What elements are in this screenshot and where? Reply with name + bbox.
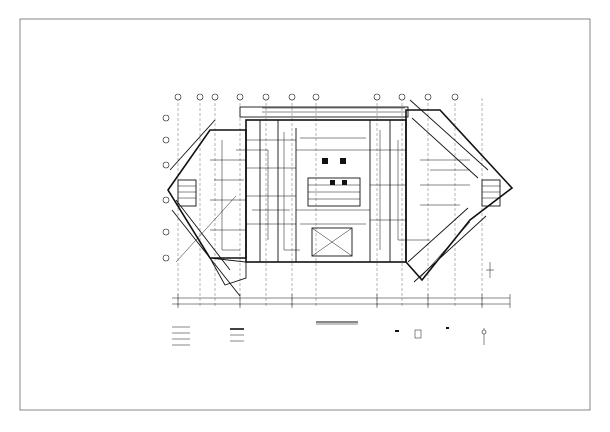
dimension-lines: [172, 294, 511, 308]
building-outline: [167, 106, 514, 286]
plan-title-underline: [316, 321, 358, 325]
interior-walls: [210, 120, 470, 262]
core-stair: [307, 158, 361, 257]
grid-bubbles-top: [174, 93, 459, 101]
right-note-mark: [486, 262, 494, 278]
grid-bubbles-left: [162, 114, 170, 262]
legend-symbols: [172, 326, 487, 346]
stair-towers: [177, 179, 501, 207]
sheet-border: [19, 18, 591, 411]
top-rail: [262, 107, 405, 113]
wiring-runs: [214, 130, 470, 251]
diagonal-walls: [169, 99, 489, 297]
